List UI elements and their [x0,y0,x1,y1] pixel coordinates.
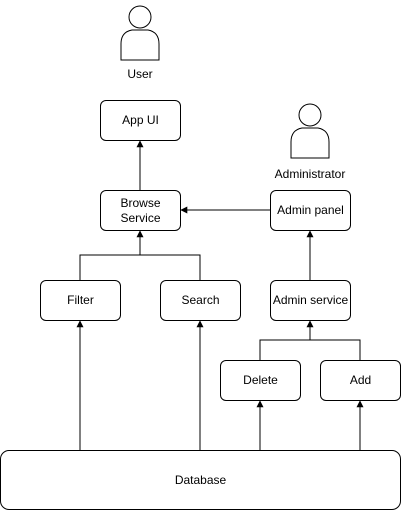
admin-service-label: Admin service [272,293,349,307]
database-label: Database [174,472,227,487]
user-person-icon [120,5,160,61]
delete-label: Delete [243,373,278,387]
add-label: Add [349,373,372,387]
search-label: Search [181,293,220,307]
delete-box: Delete [220,360,301,401]
filter-label: Filter [67,293,94,307]
browse-service-label-line2: Service [120,210,161,225]
app-ui-box: App UI [100,100,181,141]
edge-delete-add-join [259,339,361,360]
edge-filter-search-join [79,254,201,280]
app-ui-label: App UI [122,113,159,127]
filter-box: Filter [40,280,121,321]
search-box: Search [160,280,241,321]
browse-service-label-line1: Browse [120,195,161,210]
database-box: Database [0,450,401,510]
admin-panel-label: Admin panel [277,203,344,217]
browse-service-box: Browse Service [100,190,181,231]
add-box: Add [320,360,401,401]
administrator-person-icon [290,103,330,159]
user-label: User [127,67,153,81]
admin-service-box: Admin service [270,280,351,321]
admin-panel-box: Admin panel [270,190,351,231]
administrator-label: Administrator [274,167,346,181]
